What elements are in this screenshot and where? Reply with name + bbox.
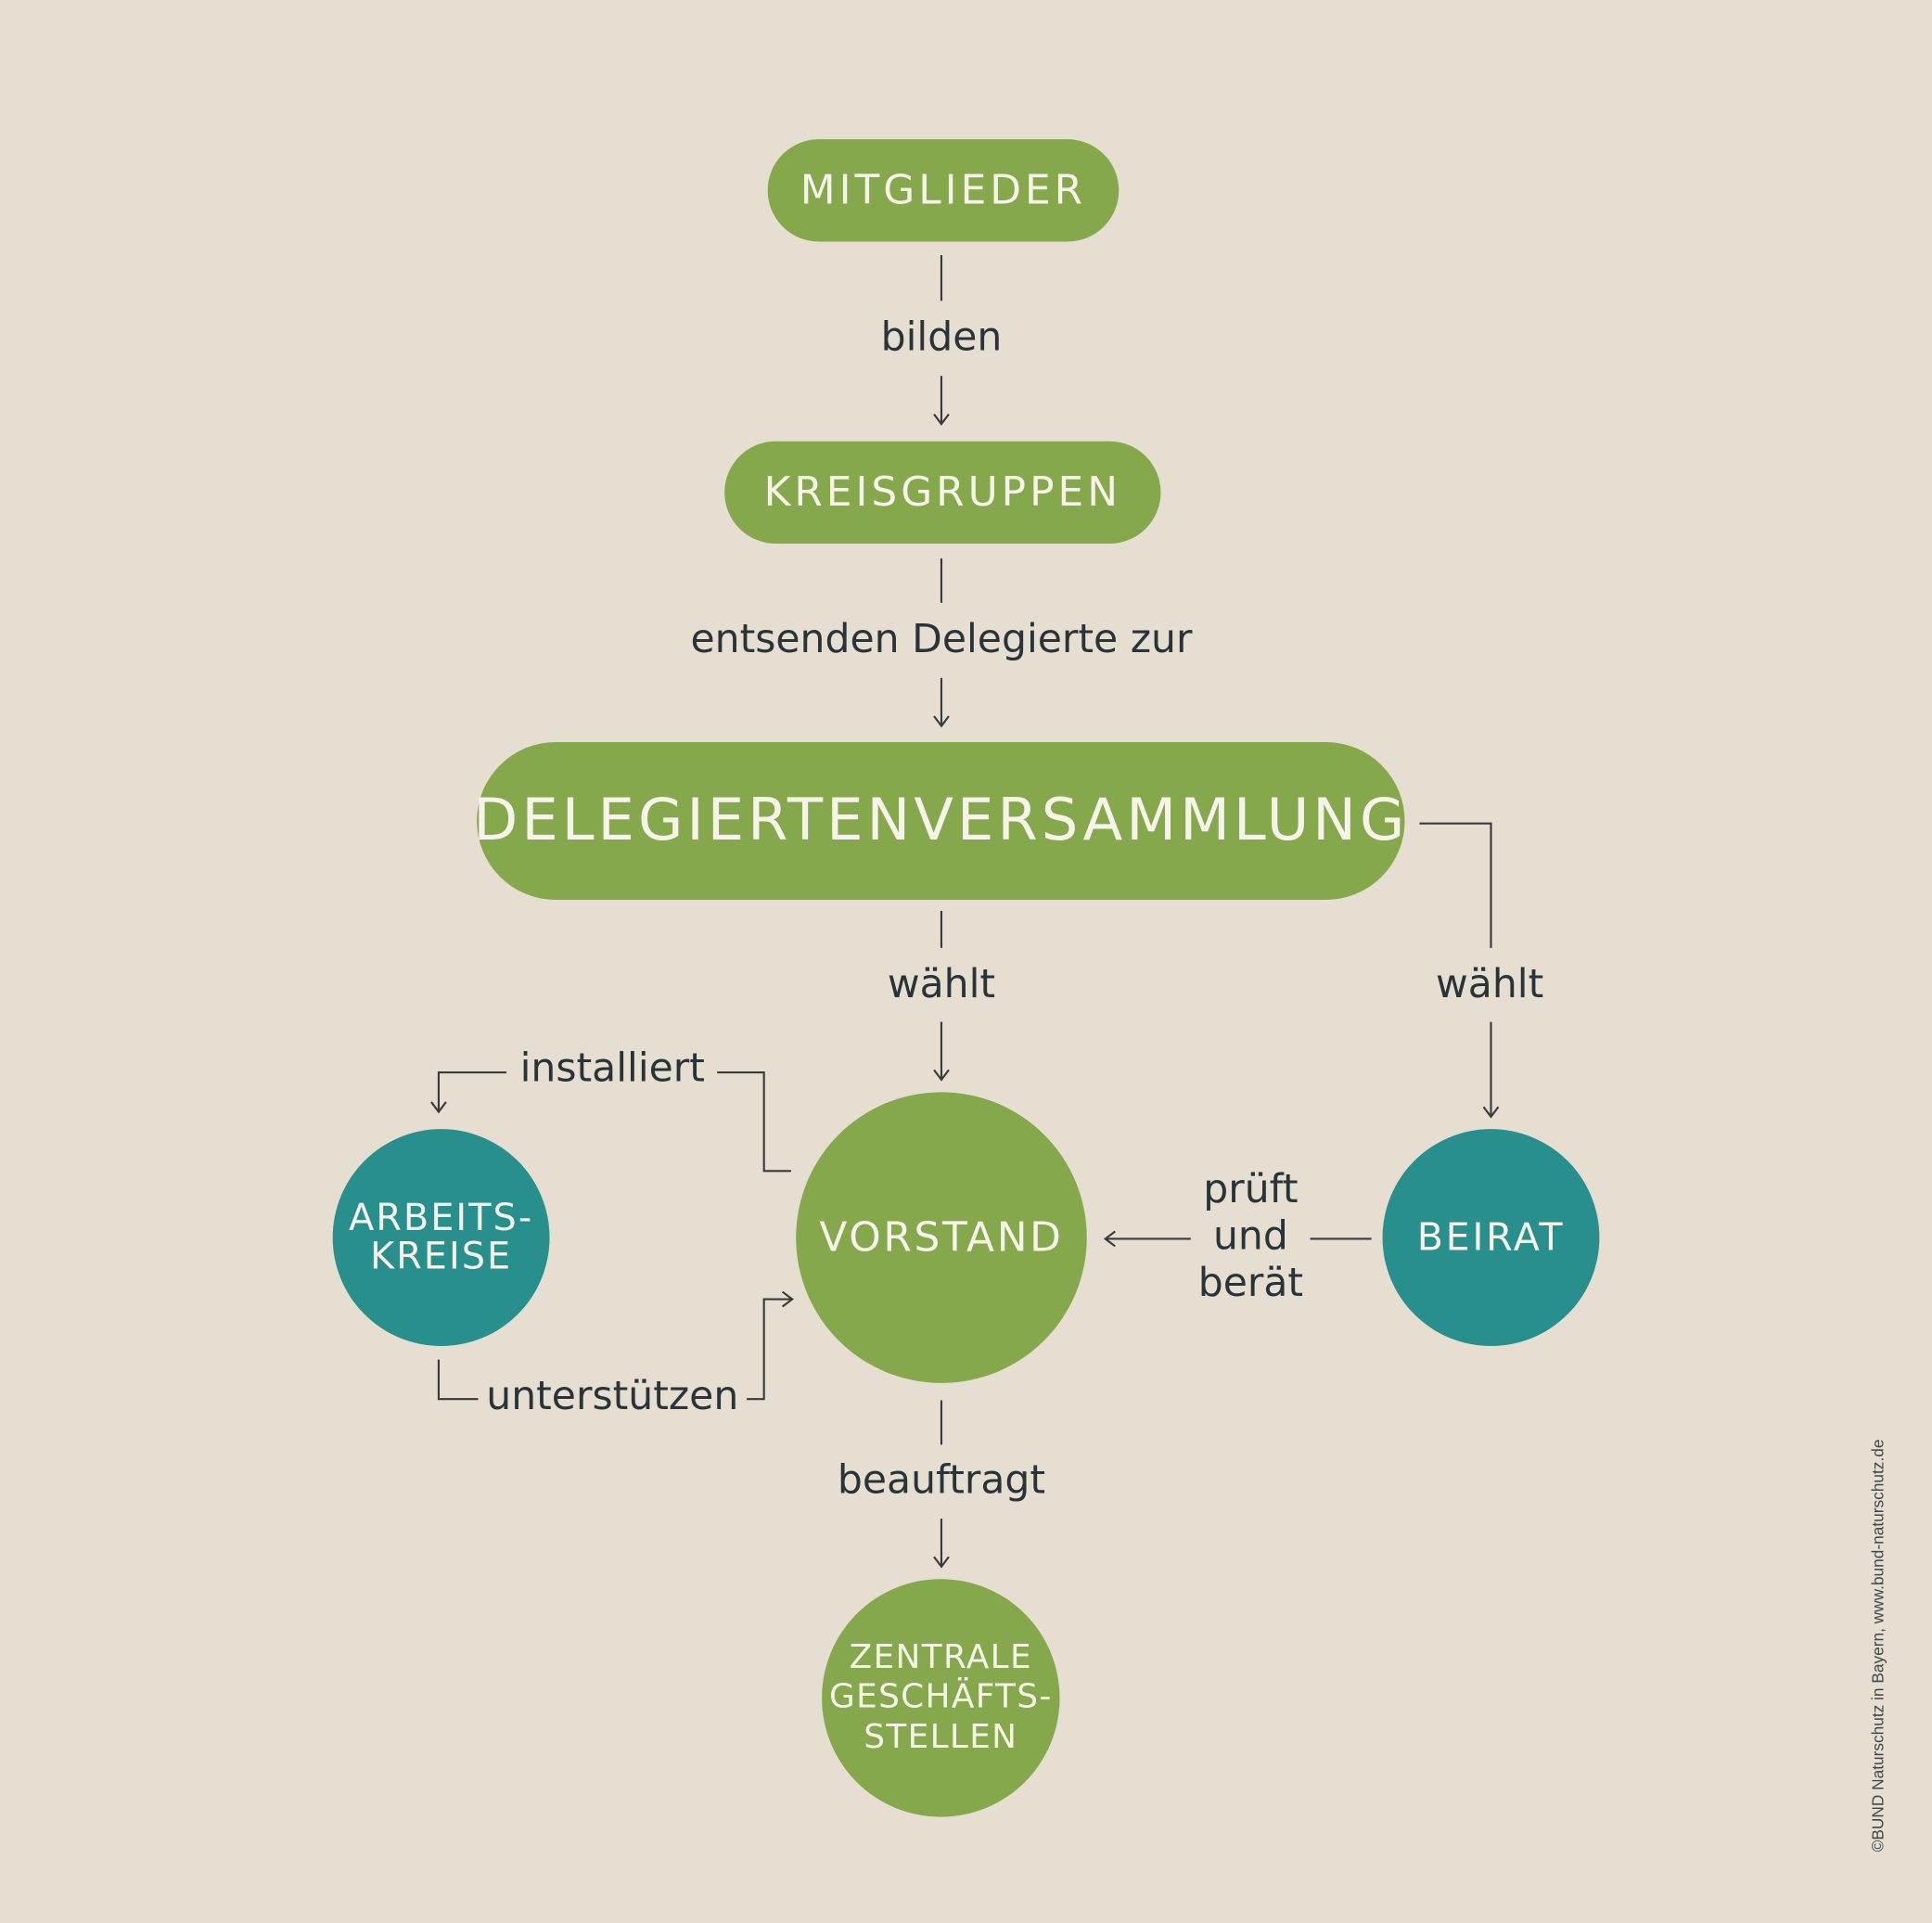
edge-label-bilden: bilden bbox=[873, 314, 1010, 362]
connector-installiert-right bbox=[717, 1070, 791, 1173]
connector-unterstuetzen-right bbox=[747, 1298, 793, 1401]
edge-label-waehlt-beirat: wählt bbox=[1428, 961, 1552, 1008]
node-delegiertenversammlung-label: DELEGIERTENVERSAMMLUNG bbox=[473, 787, 1409, 855]
node-arbeitskreise-line-1: ARBEITS- bbox=[348, 1196, 534, 1240]
edge-label-unterstuetzen: unterstützen bbox=[479, 1372, 747, 1420]
node-zentrale-line-1: ZENTRALE bbox=[849, 1637, 1032, 1677]
node-kreisgruppen: KREISGRUPPEN bbox=[724, 441, 1161, 545]
node-vorstand: VORSTAND bbox=[796, 1092, 1087, 1383]
edge-label-beauftragt: beauftragt bbox=[829, 1456, 1054, 1504]
node-vorstand-label: VORSTAND bbox=[819, 1212, 1064, 1261]
arrowhead-arbeitskreise bbox=[430, 1101, 447, 1114]
node-arbeitskreise: ARBEITS- KREISE bbox=[332, 1129, 550, 1347]
arrowhead-vorstand bbox=[933, 1069, 950, 1082]
node-beirat-label: BEIRAT bbox=[1416, 1214, 1566, 1260]
arrowhead-beirat bbox=[1482, 1106, 1500, 1119]
node-kreisgruppen-label: KREISGRUPPEN bbox=[763, 467, 1121, 516]
arrowhead-vorstand-left bbox=[781, 1290, 794, 1308]
node-mitglieder-label: MITGLIEDER bbox=[800, 165, 1087, 214]
node-zentrale-line-3: STELLEN bbox=[864, 1717, 1018, 1757]
edge-label-prueft-line-3: berät bbox=[1197, 1258, 1304, 1306]
connector-installiert-left bbox=[437, 1070, 507, 1112]
copyright-credit-text: ©BUND Naturschutz in Bayern, www.bund-na… bbox=[1868, 1439, 1887, 1852]
arrowhead-vorstand-right bbox=[1103, 1230, 1116, 1248]
node-zentrale-geschaeftsstellen: ZENTRALE GESCHÄFTS- STELLEN bbox=[822, 1579, 1060, 1817]
edge-label-waehlt-vorstand: wählt bbox=[879, 961, 1004, 1008]
connector-unterstuetzen-left bbox=[437, 1359, 479, 1401]
edge-label-installiert: installiert bbox=[512, 1045, 712, 1093]
arrowhead-kreisgruppen bbox=[933, 413, 950, 426]
node-zentrale-line-2: GESCHÄFTS- bbox=[828, 1677, 1053, 1717]
node-delegiertenversammlung: DELEGIERTENVERSAMMLUNG bbox=[473, 741, 1405, 901]
arrowhead-zentrale bbox=[933, 1556, 950, 1569]
edge-label-prueft-beraet: prüft und berät bbox=[1190, 1165, 1311, 1307]
edge-label-prueft-line-1: prüft bbox=[1203, 1165, 1299, 1212]
edge-label-entsenden: entsenden Delegierte zur bbox=[683, 616, 1200, 663]
node-beirat: BEIRAT bbox=[1382, 1129, 1600, 1347]
connector-delegierte-beirat-top bbox=[1419, 822, 1492, 948]
edge-label-prueft-line-2: und bbox=[1212, 1211, 1288, 1259]
node-mitglieder: MITGLIEDER bbox=[767, 139, 1120, 242]
arrowhead-delegiertenversammlung bbox=[933, 715, 950, 728]
node-arbeitskreise-line-2: KREISE bbox=[369, 1235, 513, 1278]
